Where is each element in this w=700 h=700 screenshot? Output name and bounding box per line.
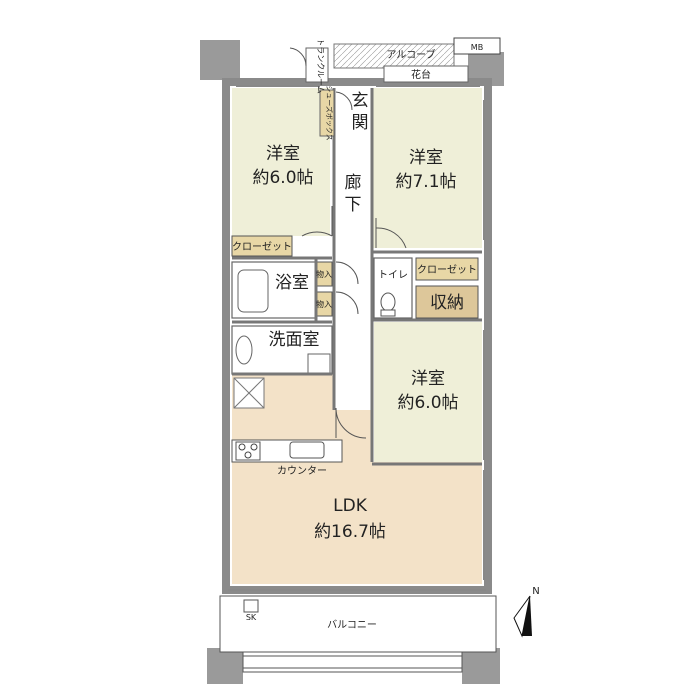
mb-box [453,37,501,55]
entrance-label-1: 玄 [352,91,369,111]
north-label: N [532,586,539,597]
closet-ne [415,257,479,281]
flowerbed-label: 花台 [411,68,431,81]
cupboard-1-label: 物入 [316,269,332,279]
bedroom-ne-name: 洋室 [409,148,443,168]
closet-nw [231,235,293,257]
bedroom-ne-size: 約7.1帖 [395,172,456,192]
stove [235,441,261,461]
bedroom-se-floor [374,322,482,462]
door-swings [289,47,407,439]
shoe-box [319,89,335,137]
north-compass [513,595,532,638]
washing-machine [307,353,331,375]
bedroom-nw-floor [232,88,330,236]
flowerbed [383,65,469,83]
mb-label: MB [471,43,483,52]
toilet-label: トイレ [378,270,408,281]
washroom-label: 洗面室 [269,330,320,350]
ldk-size: 約16.7帖 [314,522,386,542]
bath-label: 浴室 [275,273,309,293]
pillar-sw [207,648,243,684]
shoe-box-label: シューズボックス [325,85,334,140]
alcove-label: アルコーブ [386,48,435,61]
bedroom-nw-name: 洋室 [266,144,300,164]
cupboard-2-label: 物入 [316,299,332,309]
closet-ne-label: クローゼット [417,264,477,276]
toilet-bowl [380,292,396,312]
storage-label: 収納 [430,293,464,313]
bedroom-nw-size: 約6.0帖 [252,168,313,188]
toilet-room [373,257,413,319]
ldk-name: LDK [333,496,368,516]
corridor-label-1: 廊 [345,173,362,193]
balcony-label: バルコニー [327,619,377,631]
corridor-label-2: 下 [345,195,362,215]
windows [228,85,486,591]
counter-label: カウンター [277,465,327,477]
toilet-tank [380,309,396,317]
trunk-room-label: トランクルーム [316,38,325,94]
pillar-se [462,648,500,684]
balcony-railing [242,651,463,673]
internal-walls [232,250,482,466]
pillar-nw [200,40,240,80]
bedroom-se-name: 洋室 [411,369,445,389]
closet-nw-label: クローゼット [232,241,292,253]
storage-room [415,285,479,319]
corridor-floor [334,88,372,408]
ldk-floor [232,462,482,584]
sink [289,441,325,459]
sk-unit [243,599,259,613]
bedroom-ne-floor [372,88,482,248]
sk-label: SK [246,613,257,622]
bedroom-se-size: 約6.0帖 [397,393,458,413]
wash-basin [235,335,253,365]
bathtub [237,269,269,313]
entrance-label-2: 関 [352,113,369,133]
